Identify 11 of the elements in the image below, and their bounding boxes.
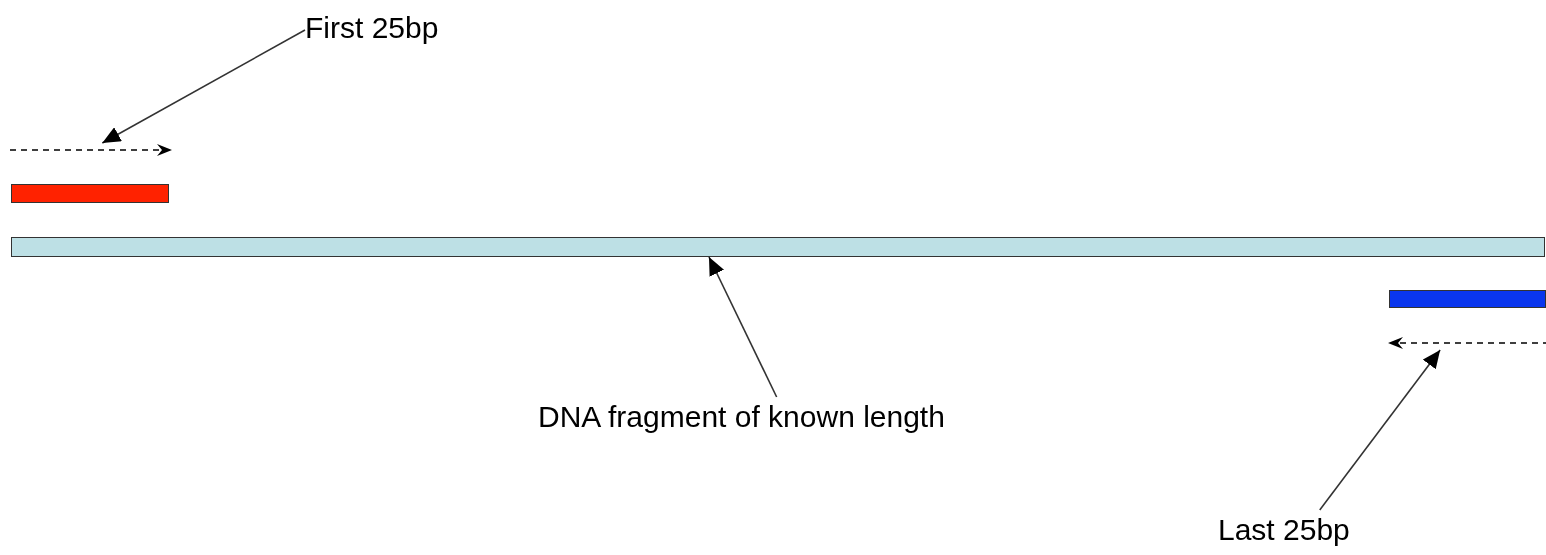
direction-arrow xyxy=(1388,336,1546,350)
leader-arrow xyxy=(101,29,306,144)
direction-arrow xyxy=(10,143,172,157)
label-text: First 25bp xyxy=(305,8,495,48)
read-bar xyxy=(1389,290,1546,308)
label-text: Last 25bp xyxy=(1218,510,1403,552)
read-bar xyxy=(11,184,169,203)
leader-arrow xyxy=(708,256,778,398)
label-text: DNA fragment of known length xyxy=(538,397,1093,439)
dna-bar xyxy=(11,237,1545,257)
leader-arrow xyxy=(1318,349,1441,511)
